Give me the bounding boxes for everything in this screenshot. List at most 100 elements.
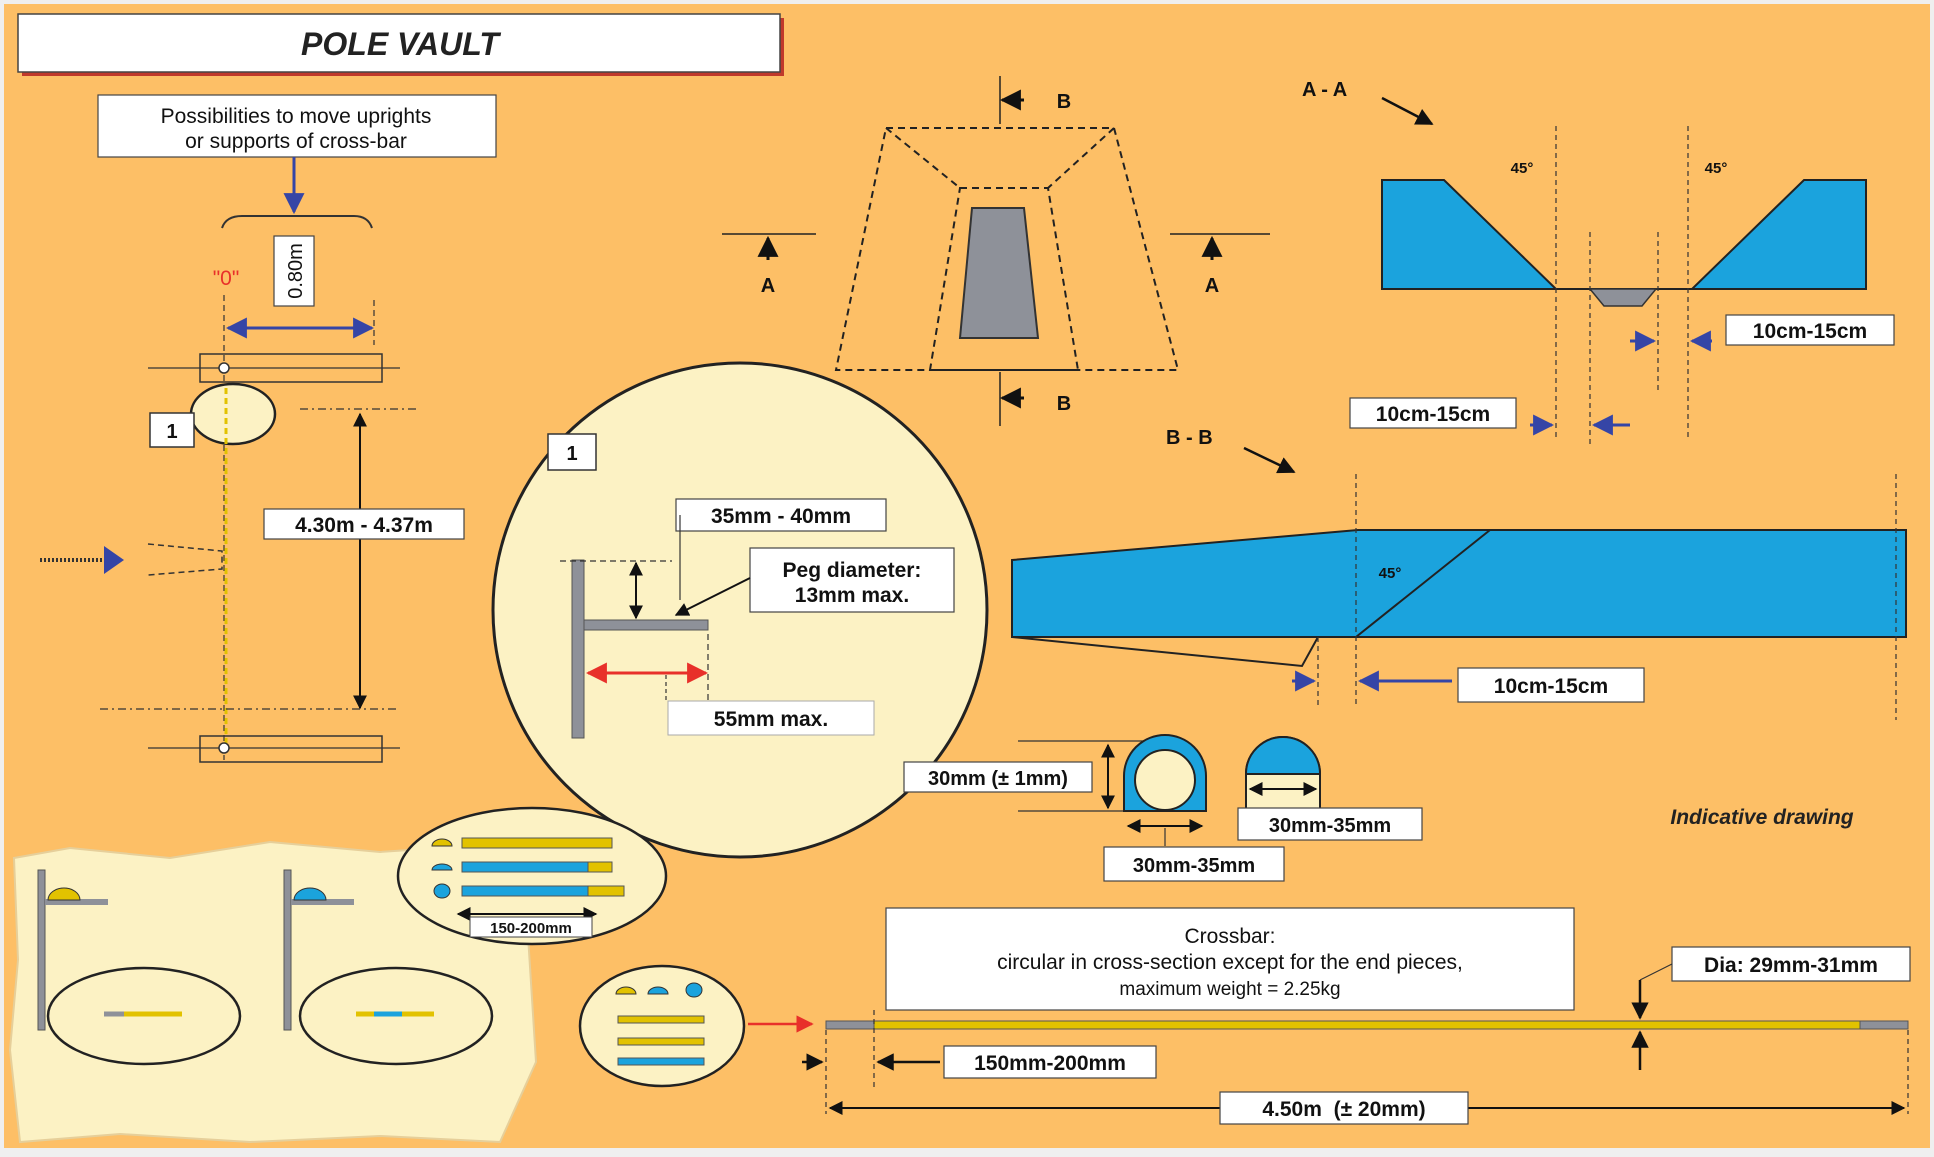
end-piece-bar-3-tail xyxy=(587,885,625,897)
crossbar-diameter-leader xyxy=(1639,963,1673,981)
peg-diameter-line-2: 13mm max. xyxy=(795,584,909,607)
callout-number-box-small xyxy=(149,412,195,448)
title-box xyxy=(17,13,781,73)
section-aa-title: A - A xyxy=(1302,79,1347,101)
end-piece-bar-1 xyxy=(461,837,613,849)
dim-height-box xyxy=(263,508,465,540)
section-bb-angle: 45° xyxy=(1379,565,1402,582)
uprights-note-line-1: Possibilities to move uprights xyxy=(161,105,432,128)
end-piece-bar-3 xyxy=(461,885,589,897)
section-bb-bottom-wedge xyxy=(1011,636,1319,668)
crossbar-ends-cap-2 xyxy=(647,986,669,995)
end-piece-bar-2 xyxy=(461,861,589,873)
box-side-view xyxy=(147,543,223,576)
section-a-left-label: A xyxy=(761,275,775,297)
dim-peg-offset-label: 35mm - 40mm xyxy=(711,505,851,528)
section-bb-dim-box xyxy=(1457,667,1645,703)
indicative-drawing-label: Indicative drawing xyxy=(1670,806,1853,829)
box-plan-stop-board xyxy=(958,207,1040,339)
zero-mark-label: "0" xyxy=(213,267,240,290)
section-bb-title: B - B xyxy=(1166,427,1213,449)
callout-number-small: 1 xyxy=(166,421,177,443)
section-b-bottom-label: B xyxy=(1057,393,1071,415)
crossbar-description-line-3: maximum weight = 2.25kg xyxy=(1119,979,1340,1000)
dim-height-label: 4.30m - 4.37m xyxy=(295,514,433,537)
section-bb-body xyxy=(1011,529,1907,638)
top-support-pivot xyxy=(218,362,230,374)
crossbar-width-1-label: 30mm-35mm xyxy=(1133,855,1255,877)
crossbar-width-2-box xyxy=(1237,807,1423,841)
crossbar-end-piece-label: 150mm-200mm xyxy=(974,1052,1126,1075)
callout-number-box-detail xyxy=(547,433,597,471)
dim-080-label: 0.80m xyxy=(285,243,307,299)
sketch-1-upright xyxy=(37,869,46,1031)
crossbar-ends-bar-2 xyxy=(617,1037,705,1046)
crossbar-section-height-box xyxy=(903,761,1093,793)
section-aa-angle-left: 45° xyxy=(1511,160,1534,177)
section-aa-dim-left-label: 10cm-15cm xyxy=(1376,403,1490,426)
sketch-1-bar-end xyxy=(47,887,81,901)
section-b-top-label: B xyxy=(1057,91,1071,113)
uprights-note-box xyxy=(97,94,497,158)
crossbar-diameter-box xyxy=(1671,946,1911,982)
crossbar-ends-bar-3 xyxy=(617,1057,705,1066)
crossbar-end-left xyxy=(825,1020,875,1030)
section-aa-dim-left-box xyxy=(1349,397,1517,429)
crossbar-ends-cap-3 xyxy=(685,982,703,998)
section-aa-dim-right-label: 10cm-15cm xyxy=(1753,320,1867,343)
approach-arrow-head xyxy=(104,546,124,574)
sketch-2-bar-end xyxy=(293,887,327,901)
section-aa-dim-right-box xyxy=(1725,314,1895,346)
box-plan-outer xyxy=(834,127,1180,371)
section-bb-slope xyxy=(1355,529,1491,638)
end-pieces-dim-box xyxy=(469,916,593,938)
end-pieces-dim-label: 150-200mm xyxy=(490,920,572,937)
crossbar-bar xyxy=(825,1020,1909,1030)
detail-peg xyxy=(583,619,709,631)
peg-diameter-box xyxy=(749,547,955,613)
peg-diameter-line-1: Peg diameter: xyxy=(783,559,922,582)
crossbar-section-height-label: 30mm (± 1mm) xyxy=(928,768,1068,790)
top-support-box xyxy=(199,353,383,383)
crossbar-end-piece-box xyxy=(943,1045,1157,1079)
end-piece-bar-2-tail xyxy=(587,861,613,873)
callout-number-detail: 1 xyxy=(566,443,577,465)
crossbar-description-line-2: circular in cross-section except for the… xyxy=(997,951,1463,974)
end-piece-cap-2 xyxy=(431,863,453,871)
detail-upright xyxy=(571,559,585,739)
section-a-right-label: A xyxy=(1205,275,1219,297)
dim-peg-length-box xyxy=(667,700,875,736)
uprights-range-bracket xyxy=(221,215,373,229)
crossbar-round-hole xyxy=(1134,749,1196,811)
box-plan-diag-left xyxy=(885,127,961,189)
dim-080-box xyxy=(273,235,315,307)
crossbar-end-right xyxy=(1859,1020,1909,1030)
crossbar-ends-bar-1 xyxy=(617,1015,705,1024)
bottom-support-pivot xyxy=(218,742,230,754)
detail-marker-circle xyxy=(189,382,277,446)
crossbar-ends-cap-1 xyxy=(615,986,637,995)
section-bb-dim-label: 10cm-15cm xyxy=(1494,675,1608,698)
crossbar-total-box xyxy=(1219,1091,1469,1125)
box-plan-inner xyxy=(928,187,1080,371)
section-bb-pointer xyxy=(1243,446,1296,474)
end-piece-cap-3 xyxy=(433,883,451,899)
section-aa-angle-right: 45° xyxy=(1705,160,1728,177)
crossbar-width-1-box xyxy=(1103,846,1285,882)
peg-diameter-leader xyxy=(674,577,751,616)
crossbar-description-box xyxy=(885,907,1575,1011)
end-piece-cap-1 xyxy=(431,838,453,847)
sketch-2-upright xyxy=(283,869,292,1031)
end-piece-sketch-panel xyxy=(8,840,538,1144)
box-plan-diag-right xyxy=(1047,127,1115,189)
bottom-support-box xyxy=(199,735,383,763)
section-aa-stop-board xyxy=(1588,288,1658,307)
crossbar-ends-bubble xyxy=(578,964,746,1088)
crossbar-description-line-1: Crossbar: xyxy=(1184,925,1275,948)
section-aa-pointer xyxy=(1381,96,1434,126)
dim-peg-offset-box xyxy=(675,498,887,532)
crossbar-diameter-label: Dia: 29mm-31mm xyxy=(1704,954,1878,977)
dim-peg-length-label: 55mm max. xyxy=(714,708,828,731)
crossbar-total-label: 4.50m (± 20mm) xyxy=(1262,1098,1425,1121)
